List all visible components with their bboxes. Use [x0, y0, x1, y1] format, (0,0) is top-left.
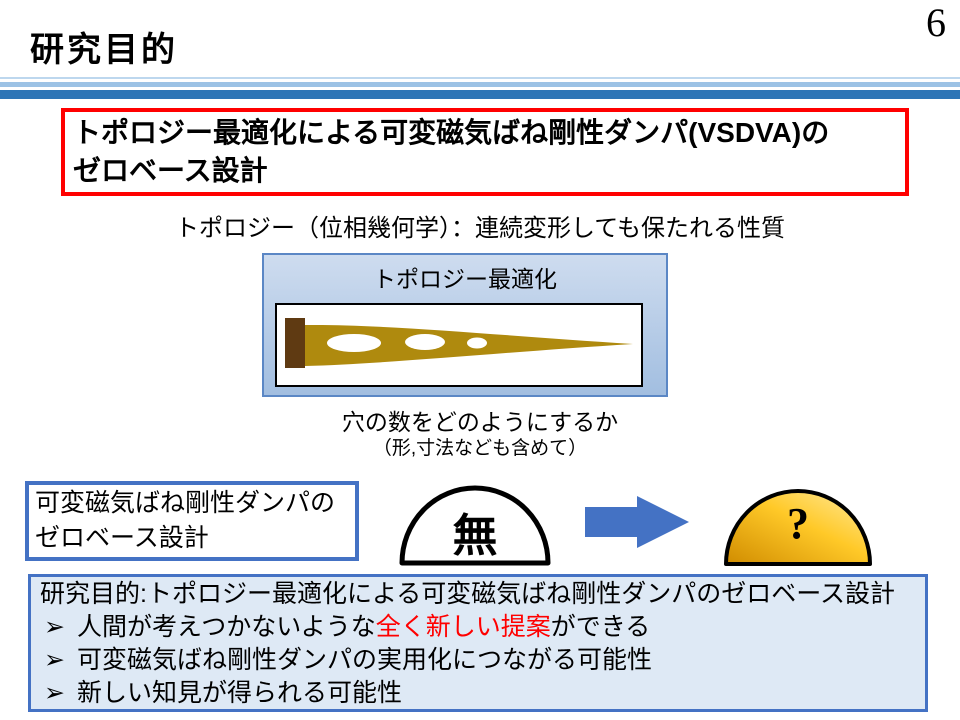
- beam-diagram-frame: [275, 303, 643, 387]
- bullet-text: ができる: [550, 613, 651, 641]
- zero-base-box: 可変磁気ばね剛性ダンパの ゼロベース設計: [25, 481, 359, 561]
- purpose-heading: 研究目的:トポロジー最適化による可変磁気ばね剛性ダンパのゼロベース設計: [40, 580, 895, 608]
- arrowhead-bullet-icon: ➢: [44, 646, 65, 674]
- dome-after-label: ?: [787, 499, 809, 548]
- divider-line-mid: [0, 82, 960, 87]
- divider-line-light: [0, 77, 960, 79]
- purpose-box: 研究目的:トポロジー最適化による可変磁気ばね剛性ダンパのゼロベース設計 ➢ 人間が…: [28, 574, 928, 712]
- purpose-bullet: ➢ 新しい知見が得られる可能性: [40, 677, 916, 710]
- bullet-text: 可変磁気ばね剛性ダンパの実用化につながる可能性: [76, 646, 652, 674]
- divider-line-dark: [0, 90, 960, 99]
- arrowhead-bullet-icon: ➢: [44, 613, 65, 641]
- beam-hole: [467, 337, 487, 349]
- topology-definition: トポロジー（位相幾何学）：連続変形しても保たれる性質: [174, 215, 786, 242]
- headline-line2: ゼロベース設計: [73, 155, 268, 186]
- hole-caption: 穴の数をどのようにするか （形,寸法なども含めて）: [0, 408, 960, 461]
- dome-before-shape: [399, 485, 551, 566]
- right-arrow-shape: [585, 496, 689, 548]
- page-number: 6: [926, 0, 946, 45]
- slide-title: 研究目的: [30, 31, 178, 69]
- beam-support: [285, 318, 305, 368]
- hole-caption-line1: 穴の数をどのようにするか: [341, 409, 619, 435]
- bullet-text-highlight: 全く新しい提案: [375, 613, 551, 641]
- dome-before: [399, 485, 551, 566]
- topology-panel-label: トポロジー最適化: [373, 266, 557, 292]
- bullet-text: 新しい知見が得られる可能性: [76, 679, 402, 707]
- hole-caption-line2: （形,寸法なども含めて）: [372, 437, 588, 459]
- zero-base-line1: 可変磁気ばね剛性ダンパの: [35, 489, 336, 517]
- arrowhead-bullet-icon: ➢: [44, 679, 65, 707]
- topology-beam-diagram: [285, 318, 633, 368]
- dome-before-label: 無: [452, 510, 498, 561]
- zero-base-line2: ゼロベース設計: [35, 524, 209, 552]
- headline-line1: トポロジー最適化による可変磁気ばね剛性ダンパ(VSDVA)の: [73, 117, 830, 148]
- dome-after-shape: [724, 489, 872, 566]
- right-arrow-icon: [585, 496, 689, 548]
- purpose-bullet: ➢ 可変磁気ばね剛性ダンパの実用化につながる可能性: [40, 644, 916, 677]
- dome-after: [724, 489, 872, 566]
- topology-panel: トポロジー最適化: [262, 253, 668, 397]
- beam-hole: [327, 334, 381, 352]
- bullet-text: 人間が考えつかないような: [76, 613, 376, 641]
- headline-box: トポロジー最適化による可変磁気ばね剛性ダンパ(VSDVA)の ゼロベース設計: [61, 108, 909, 196]
- purpose-bullet: ➢ 人間が考えつかないような全く新しい提案ができる: [40, 611, 916, 644]
- beam-hole: [405, 334, 445, 350]
